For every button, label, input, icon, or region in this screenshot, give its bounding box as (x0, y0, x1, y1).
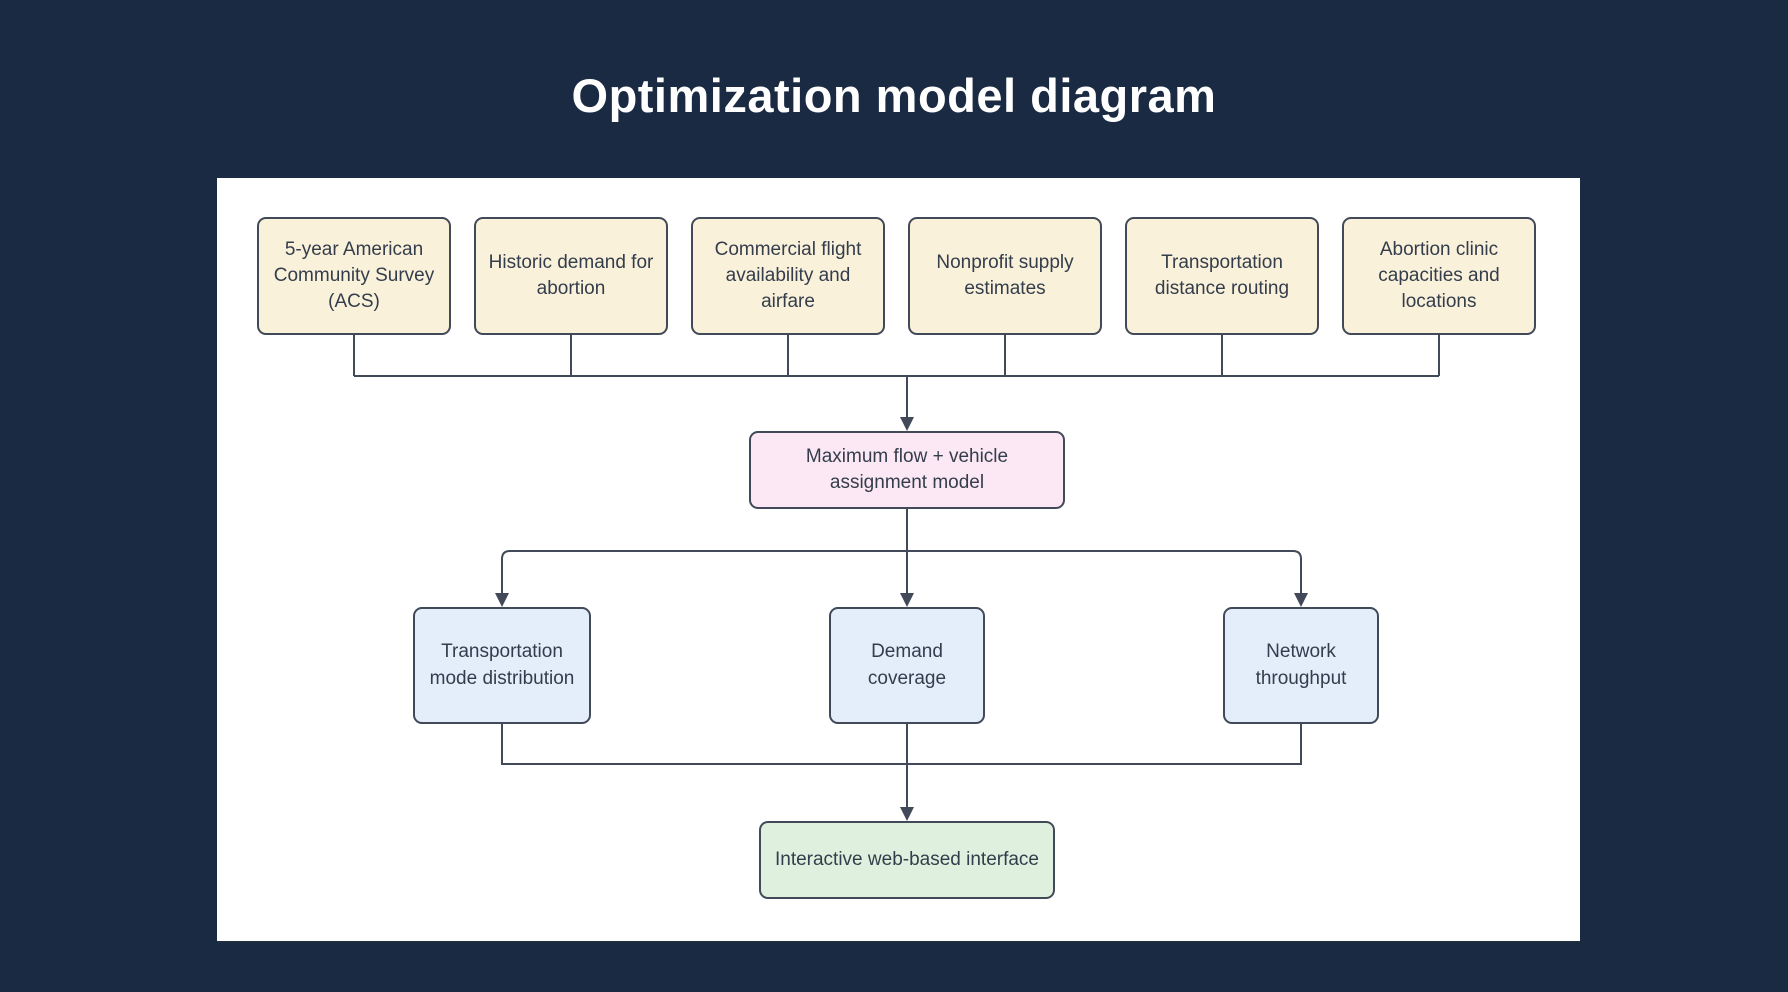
node-clinic-capacities: Abortion clinic capacities and locations (1342, 217, 1536, 335)
node-demand-coverage: Demand coverage (829, 607, 985, 724)
node-historic-demand: Historic demand for abortion (474, 217, 668, 335)
arrowhead-model (900, 417, 914, 431)
arrowhead-output-2 (900, 593, 914, 607)
connector-outputs-branch (501, 550, 1302, 594)
node-acs-survey: 5-year American Community Survey (ACS) (257, 217, 451, 335)
arrowhead-output-3 (1294, 593, 1308, 607)
node-label: Nonprofit supply estimates (936, 251, 1074, 299)
arrowhead-interface (900, 807, 914, 821)
node-label: Interactive web-based interface (774, 848, 1040, 870)
node-max-flow-model: Maximum flow + vehicle assignment model (749, 431, 1065, 509)
node-label: Abortion clinic capacities and locations (1378, 238, 1500, 312)
node-distance-routing: Transportation distance routing (1125, 217, 1319, 335)
connector-lines (353, 335, 1440, 821)
node-label: Historic demand for abortion (488, 251, 654, 299)
node-label: Commercial flight availability and airfa… (714, 238, 862, 312)
diagram-canvas: 5-year American Community Survey (ACS) H… (217, 178, 1580, 941)
node-label: Transportation distance routing (1154, 251, 1290, 299)
node-label: Maximum flow + vehicle assignment model (805, 445, 1009, 493)
node-flight-availability: Commercial flight availability and airfa… (691, 217, 885, 335)
node-mode-distribution: Transportation mode distribution (413, 607, 591, 724)
node-nonprofit-supply: Nonprofit supply estimates (908, 217, 1102, 335)
node-label: Transportation mode distribution (429, 641, 575, 689)
node-label: 5-year American Community Survey (ACS) (273, 238, 435, 312)
connector-merge-left (501, 724, 907, 765)
arrowhead-output-1 (495, 593, 509, 607)
node-network-throughput: Network throughput (1223, 607, 1379, 724)
node-label: Network throughput (1255, 641, 1347, 689)
page-title: Optimization model diagram (571, 69, 1217, 122)
node-web-interface: Interactive web-based interface (759, 821, 1055, 899)
node-label: Demand coverage (867, 641, 947, 689)
connector-merge-right (907, 724, 1302, 765)
